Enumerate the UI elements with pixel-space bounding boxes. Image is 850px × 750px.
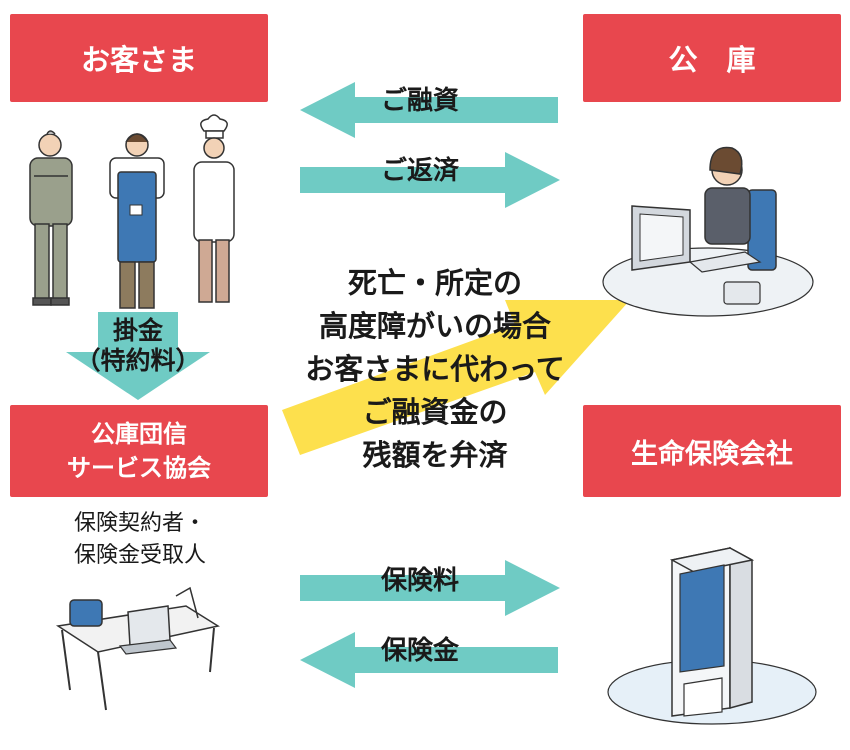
association-box: 公庫団信 サービス協会 <box>10 405 268 497</box>
association-note: 保険契約者・ 保険金受取人 <box>40 508 240 572</box>
center-message: 死亡・所定の 高度障がいの場合 お客さまに代わって ご融資金の 残額を弁済 <box>275 262 595 477</box>
insurer-box: 生命保険会社 <box>583 405 841 497</box>
installment-label: 掛金 （特約料） <box>60 316 216 376</box>
customer-box: お客さま <box>10 14 268 102</box>
association-note-line1: 保険契約者・ <box>73 511 206 536</box>
repayment-label: ご返済 <box>380 156 459 186</box>
insurer-label: 生命保険会社 <box>631 438 793 470</box>
center-message-line: 残額を弁済 <box>362 438 508 472</box>
installment-label-line2: （特約料） <box>75 346 201 375</box>
association-label-line2: サービス協会 <box>67 454 211 482</box>
association-note-line2: 保険金受取人 <box>73 543 206 568</box>
association-label-line1: 公庫団信 <box>91 420 187 448</box>
corporation-box: 公 庫 <box>583 14 841 102</box>
center-message-line: お客さまに代わって <box>305 352 565 386</box>
premium-label: 保険料 <box>380 566 459 596</box>
corporation-label: 公 庫 <box>668 43 756 77</box>
insurance-payout-label: 保険金 <box>380 636 459 666</box>
customer-label: お客さま <box>80 43 197 77</box>
center-message-line: ご融資金の <box>362 395 508 429</box>
center-message-line: 死亡・所定の <box>347 266 522 300</box>
center-message-line: 高度障がいの場合 <box>318 309 551 343</box>
loan-label: ご融資 <box>380 86 459 116</box>
installment-label-line1: 掛金 <box>112 316 163 345</box>
